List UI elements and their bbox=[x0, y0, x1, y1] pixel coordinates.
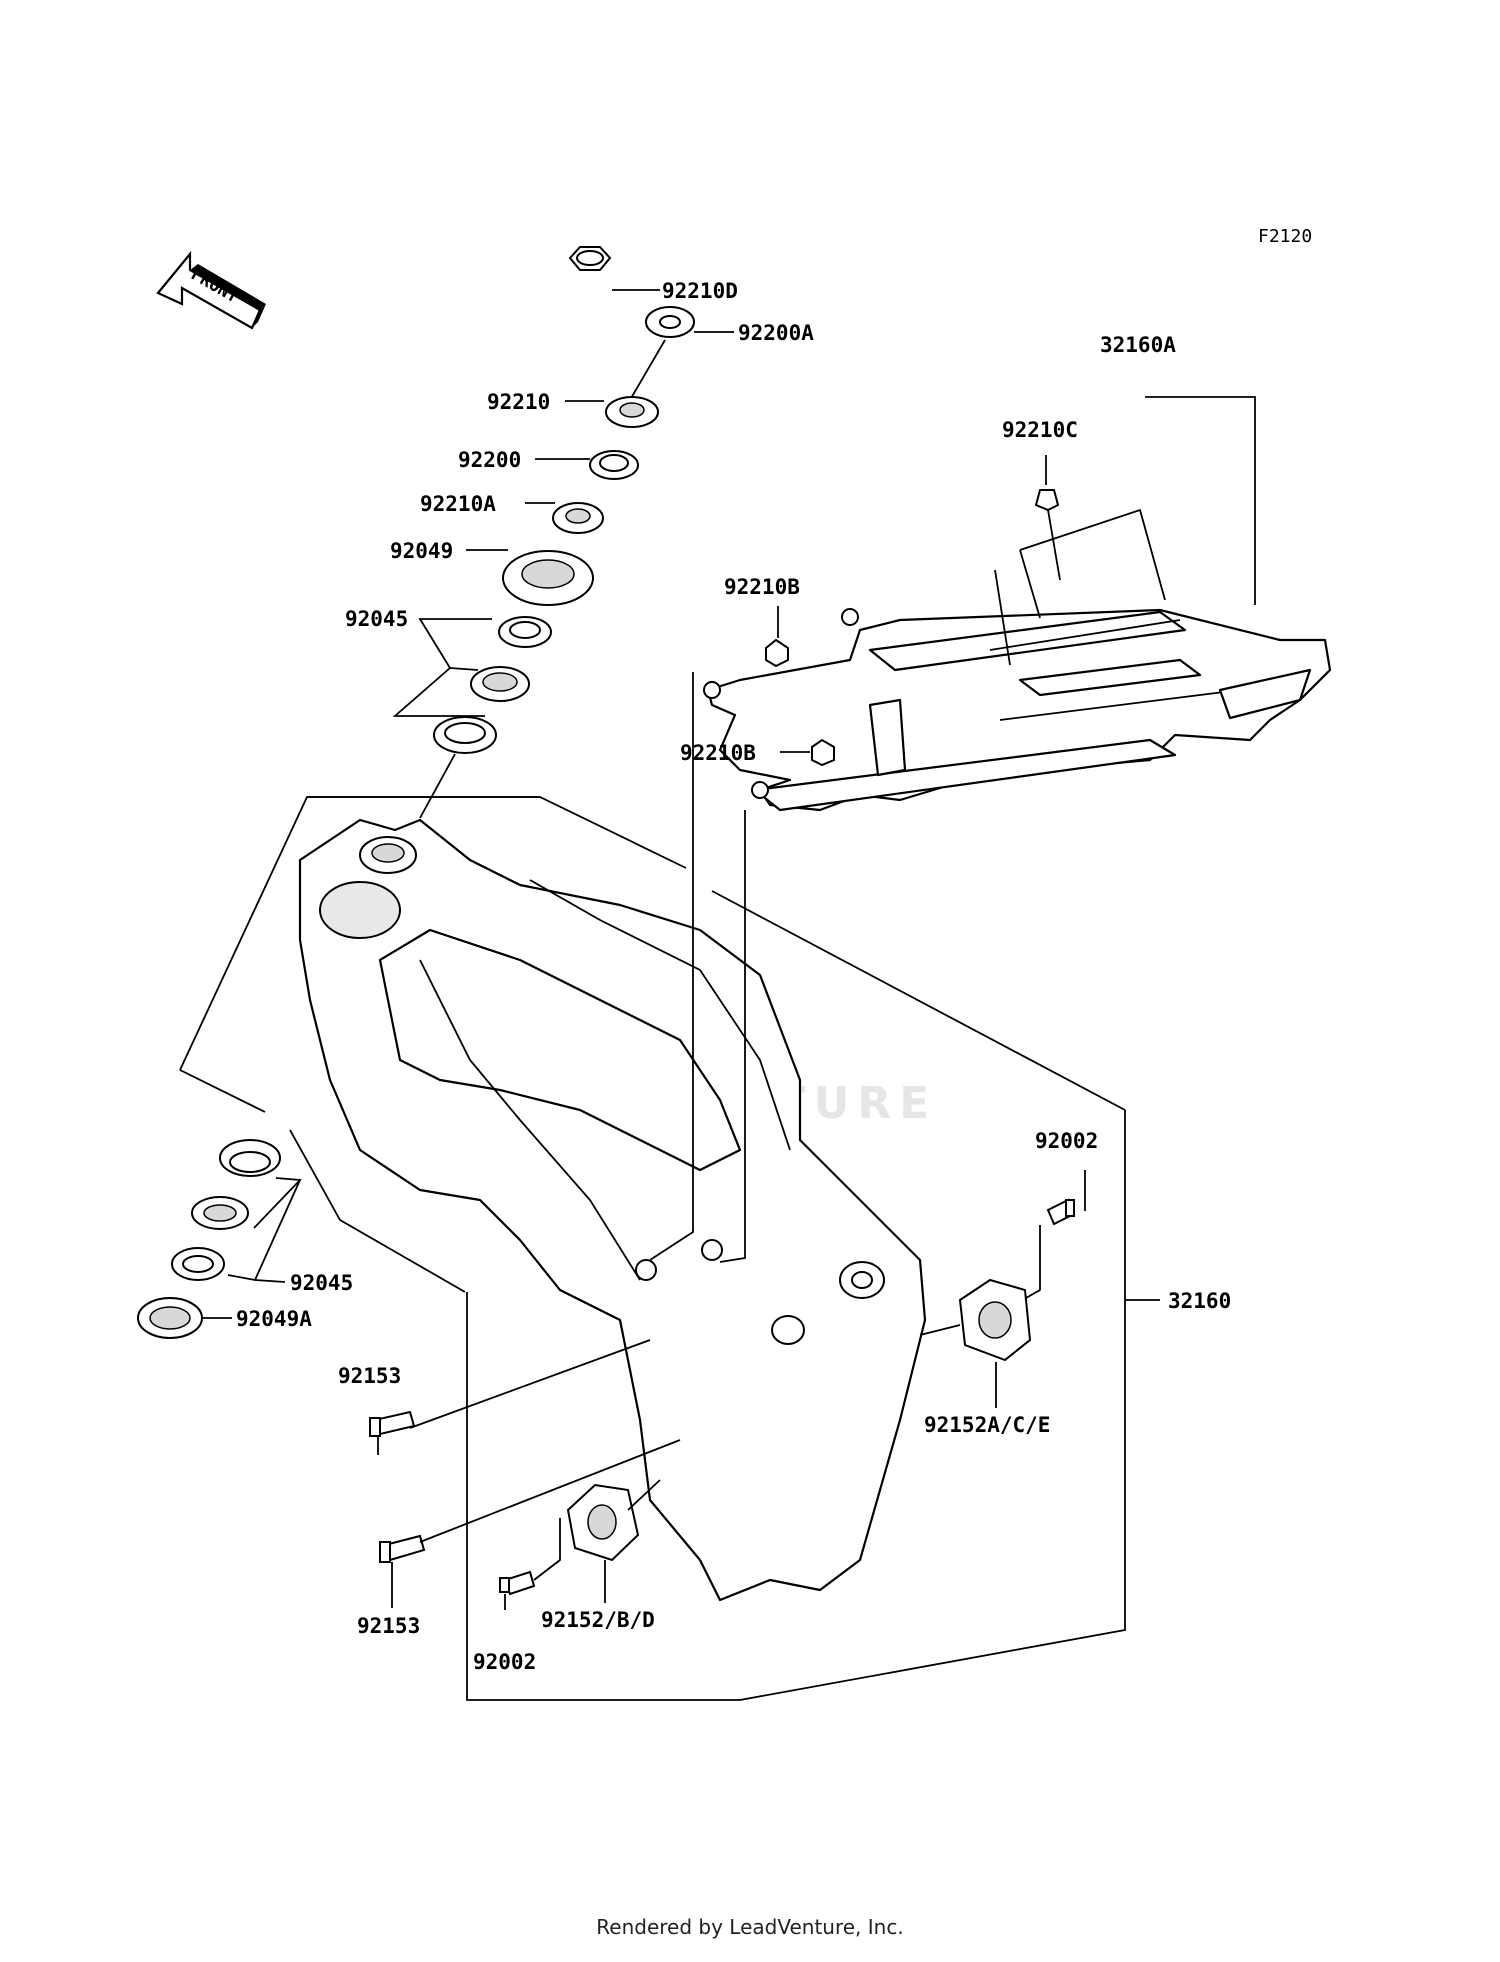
lockwasher-92200 bbox=[589, 450, 639, 480]
label-92210A: 92210A bbox=[420, 492, 496, 516]
label-92002-bot: 92002 bbox=[473, 1650, 536, 1674]
subframe-32160A bbox=[703, 608, 1332, 812]
label-92210B-top: 92210B bbox=[724, 575, 800, 599]
label-92049: 92049 bbox=[390, 539, 453, 563]
label-32160: 32160 bbox=[1168, 1289, 1231, 1313]
bearing-set-top bbox=[433, 616, 552, 754]
locknut-92210 bbox=[605, 396, 659, 428]
label-92200A: 92200A bbox=[738, 321, 814, 345]
label-92210: 92210 bbox=[487, 390, 550, 414]
label-92152BD: 92152/B/D bbox=[541, 1608, 655, 1632]
label-92045-top: 92045 bbox=[345, 607, 408, 631]
seal-92049 bbox=[502, 550, 594, 606]
diagram-code: F2120 bbox=[1258, 226, 1312, 247]
label-92210B-mid: 92210B bbox=[680, 741, 756, 765]
nut-92210B-top bbox=[765, 638, 789, 668]
render-credit: Rendered by LeadVenture, Inc. bbox=[596, 1915, 904, 1939]
nut-92210B-mid bbox=[780, 738, 835, 767]
nut-92210C bbox=[1034, 489, 1060, 512]
label-92049A: 92049A bbox=[236, 1307, 312, 1331]
label-92153-bot: 92153 bbox=[357, 1614, 420, 1638]
bolt-92002-bot bbox=[499, 1570, 536, 1596]
bolt-92002-right bbox=[1046, 1198, 1076, 1226]
label-92200: 92200 bbox=[458, 448, 521, 472]
nut-92210D bbox=[568, 246, 660, 291]
label-92002-right: 92002 bbox=[1035, 1129, 1098, 1153]
front-arrow-icon: FRONT bbox=[156, 250, 266, 330]
holder-92152BD bbox=[566, 1483, 640, 1562]
bearing-set-bottom bbox=[137, 1139, 281, 1339]
main-frame-32160 bbox=[298, 818, 927, 1602]
label-92153-top: 92153 bbox=[338, 1364, 401, 1388]
bolt-92153-bot bbox=[379, 1534, 426, 1563]
bolt-92153-top bbox=[369, 1410, 416, 1437]
label-92045-bot: 92045 bbox=[290, 1271, 353, 1295]
label-92152ACE: 92152A/C/E bbox=[924, 1413, 1050, 1437]
locknut-92210A bbox=[552, 502, 604, 534]
label-92210D: 92210D bbox=[662, 279, 738, 303]
holder-92152ACE bbox=[958, 1278, 1032, 1362]
label-92210C: 92210C bbox=[1002, 418, 1078, 442]
label-32160A: 32160A bbox=[1100, 333, 1176, 357]
washer-92200A bbox=[645, 306, 734, 338]
